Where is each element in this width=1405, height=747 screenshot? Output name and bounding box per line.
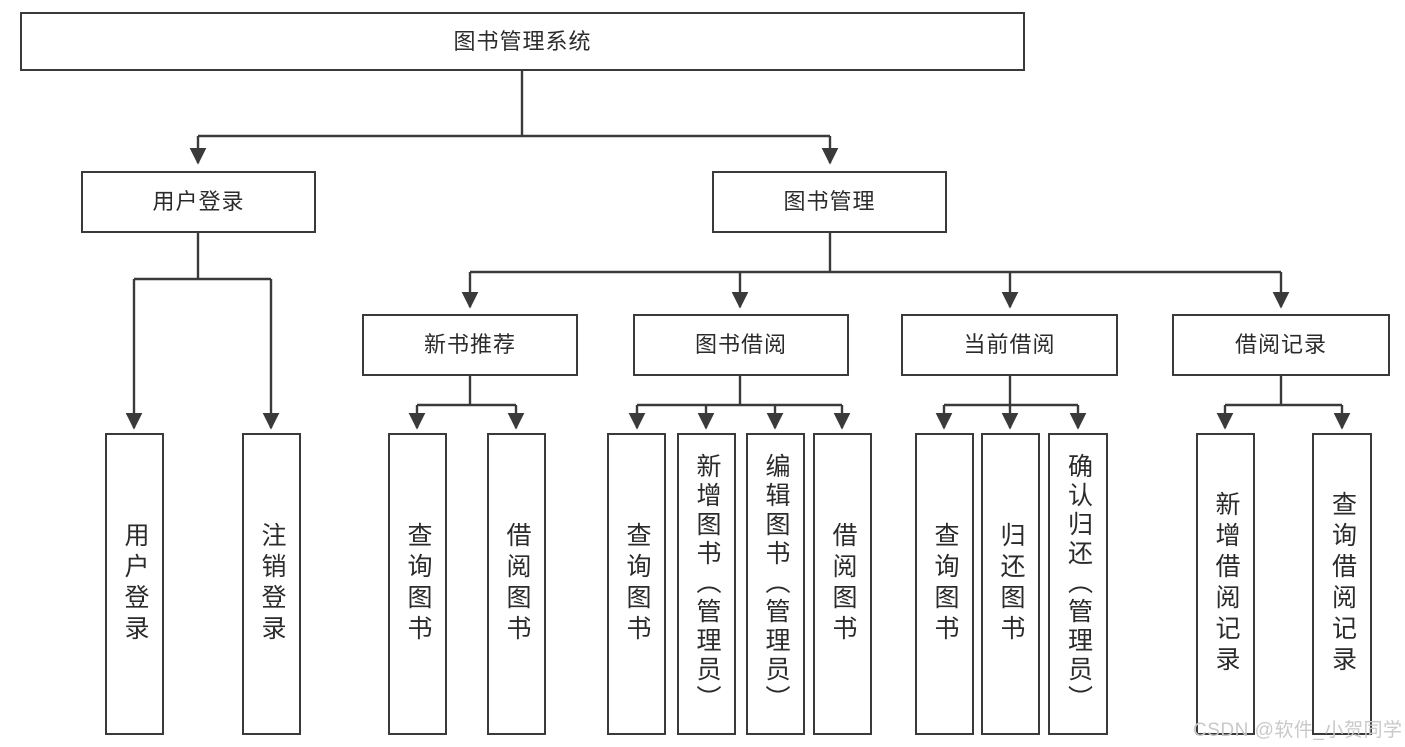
leaf-user-logout[interactable]: 注销登录 bbox=[242, 433, 301, 735]
leaf-borrow-book-2-label: 借阅图书 bbox=[829, 522, 857, 646]
node-new-book-recommend-label: 新书推荐 bbox=[423, 332, 516, 358]
leaf-user-login-label: 用户登录 bbox=[121, 522, 149, 646]
leaf-borrow-book-1-label: 借阅图书 bbox=[503, 522, 531, 646]
node-borrow-record[interactable]: 借阅记录 bbox=[1172, 314, 1390, 376]
leaf-query-book-3[interactable]: 查询图书 bbox=[915, 433, 974, 735]
leaf-edit-book-label: 编辑图书（管理员） bbox=[762, 453, 790, 714]
leaf-confirm-return[interactable]: 确认归还（管理员） bbox=[1048, 433, 1108, 735]
node-book-management[interactable]: 图书管理 bbox=[712, 171, 947, 233]
leaf-edit-book[interactable]: 编辑图书（管理员） bbox=[746, 433, 805, 735]
leaf-add-book-label: 新增图书（管理员） bbox=[693, 453, 721, 714]
leaf-user-login[interactable]: 用户登录 bbox=[105, 433, 164, 735]
leaf-add-record[interactable]: 新增借阅记录 bbox=[1196, 433, 1255, 735]
csdn-watermark: CSDN @软件_小贺同学 bbox=[1193, 720, 1403, 741]
node-current-borrow-label: 当前借阅 bbox=[963, 332, 1056, 358]
leaf-add-record-label: 新增借阅记录 bbox=[1212, 491, 1240, 677]
node-current-borrow[interactable]: 当前借阅 bbox=[901, 314, 1118, 376]
leaf-return-book-label: 归还图书 bbox=[997, 522, 1025, 646]
leaf-user-logout-label: 注销登录 bbox=[258, 522, 286, 646]
leaf-query-record-label: 查询借阅记录 bbox=[1328, 491, 1357, 677]
leaf-query-book-2[interactable]: 查询图书 bbox=[607, 433, 666, 735]
leaf-query-book-3-label: 查询图书 bbox=[931, 522, 959, 646]
node-new-book-recommend[interactable]: 新书推荐 bbox=[362, 314, 578, 376]
leaf-return-book[interactable]: 归还图书 bbox=[981, 433, 1040, 735]
node-book-borrow[interactable]: 图书借阅 bbox=[633, 314, 849, 376]
node-user-login[interactable]: 用户登录 bbox=[81, 171, 316, 233]
leaf-query-book-1-label: 查询图书 bbox=[404, 522, 432, 646]
node-root[interactable]: 图书管理系统 bbox=[20, 12, 1025, 71]
leaf-confirm-return-label: 确认归还（管理员） bbox=[1064, 453, 1093, 714]
leaf-query-book-2-label: 查询图书 bbox=[623, 522, 651, 646]
node-book-borrow-label: 图书借阅 bbox=[694, 332, 787, 358]
node-book-management-label: 图书管理 bbox=[783, 189, 876, 215]
node-user-login-label: 用户登录 bbox=[152, 189, 245, 215]
leaf-borrow-book-1[interactable]: 借阅图书 bbox=[487, 433, 546, 735]
node-root-label: 图书管理系统 bbox=[453, 28, 592, 54]
leaf-query-book-1[interactable]: 查询图书 bbox=[388, 433, 447, 735]
leaf-borrow-book-2[interactable]: 借阅图书 bbox=[813, 433, 872, 735]
node-borrow-record-label: 借阅记录 bbox=[1234, 332, 1327, 358]
leaf-add-book[interactable]: 新增图书（管理员） bbox=[677, 433, 736, 735]
leaf-query-record[interactable]: 查询借阅记录 bbox=[1312, 433, 1372, 735]
